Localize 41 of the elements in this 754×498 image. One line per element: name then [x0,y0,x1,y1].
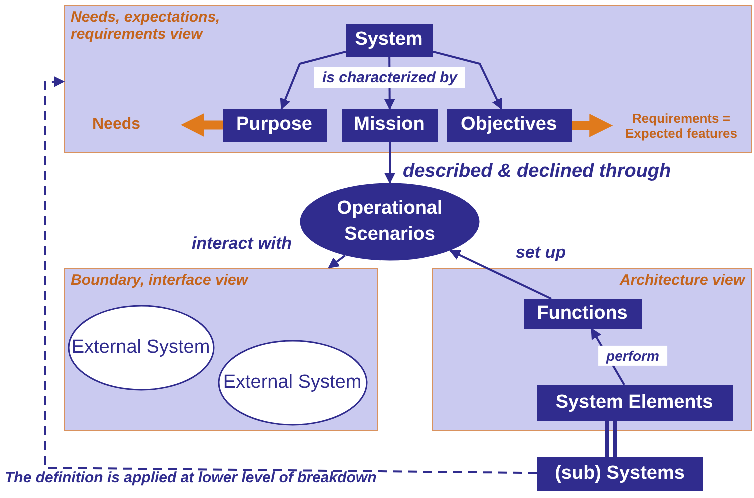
edge-label: The definition is applied at lower level of breakdown [5,469,377,487]
ellipse-node [218,340,368,426]
block-box [524,298,642,328]
annotation-text: Needs [92,116,141,134]
annotation-text: Requirements = Expected features [624,110,738,140]
view-panel [64,5,752,153]
arrow [328,255,346,269]
node-label: Purpose [236,114,313,136]
view-title: Architecture view [620,272,745,289]
ellipse-node [68,304,214,390]
view-panel [432,268,752,431]
connector [605,419,618,459]
block-box [222,108,326,142]
block-box [346,24,432,56]
node-label: System Elements [556,392,714,414]
block-box [342,108,438,142]
block-box [537,457,703,491]
arrow [280,50,346,110]
arrow [450,250,552,300]
node-label: Objectives [460,114,558,136]
node-label: External System [223,370,362,394]
node-label: (sub) Systems [555,463,685,485]
view-title: Boundary, interface view [71,272,248,289]
edge-label: is characterized by [314,67,466,89]
node-label: Mission [354,114,425,136]
arrow [180,114,224,137]
arrow [384,142,396,184]
block-box [446,108,572,142]
node-label: Operational Scenarios [336,197,444,247]
node-label: System [355,29,423,51]
edge-label: perform [598,346,668,366]
edge-label: described & declined through [403,161,672,183]
view-panel [64,268,378,431]
node-label: Functions [537,302,628,324]
arrow [432,50,502,110]
ellipse-node [300,183,480,261]
view-title: Needs, expectations, requirements view [71,9,222,43]
arrow [572,114,614,138]
arrow [44,76,538,474]
node-label: External System [72,336,210,360]
block-box [536,384,732,420]
